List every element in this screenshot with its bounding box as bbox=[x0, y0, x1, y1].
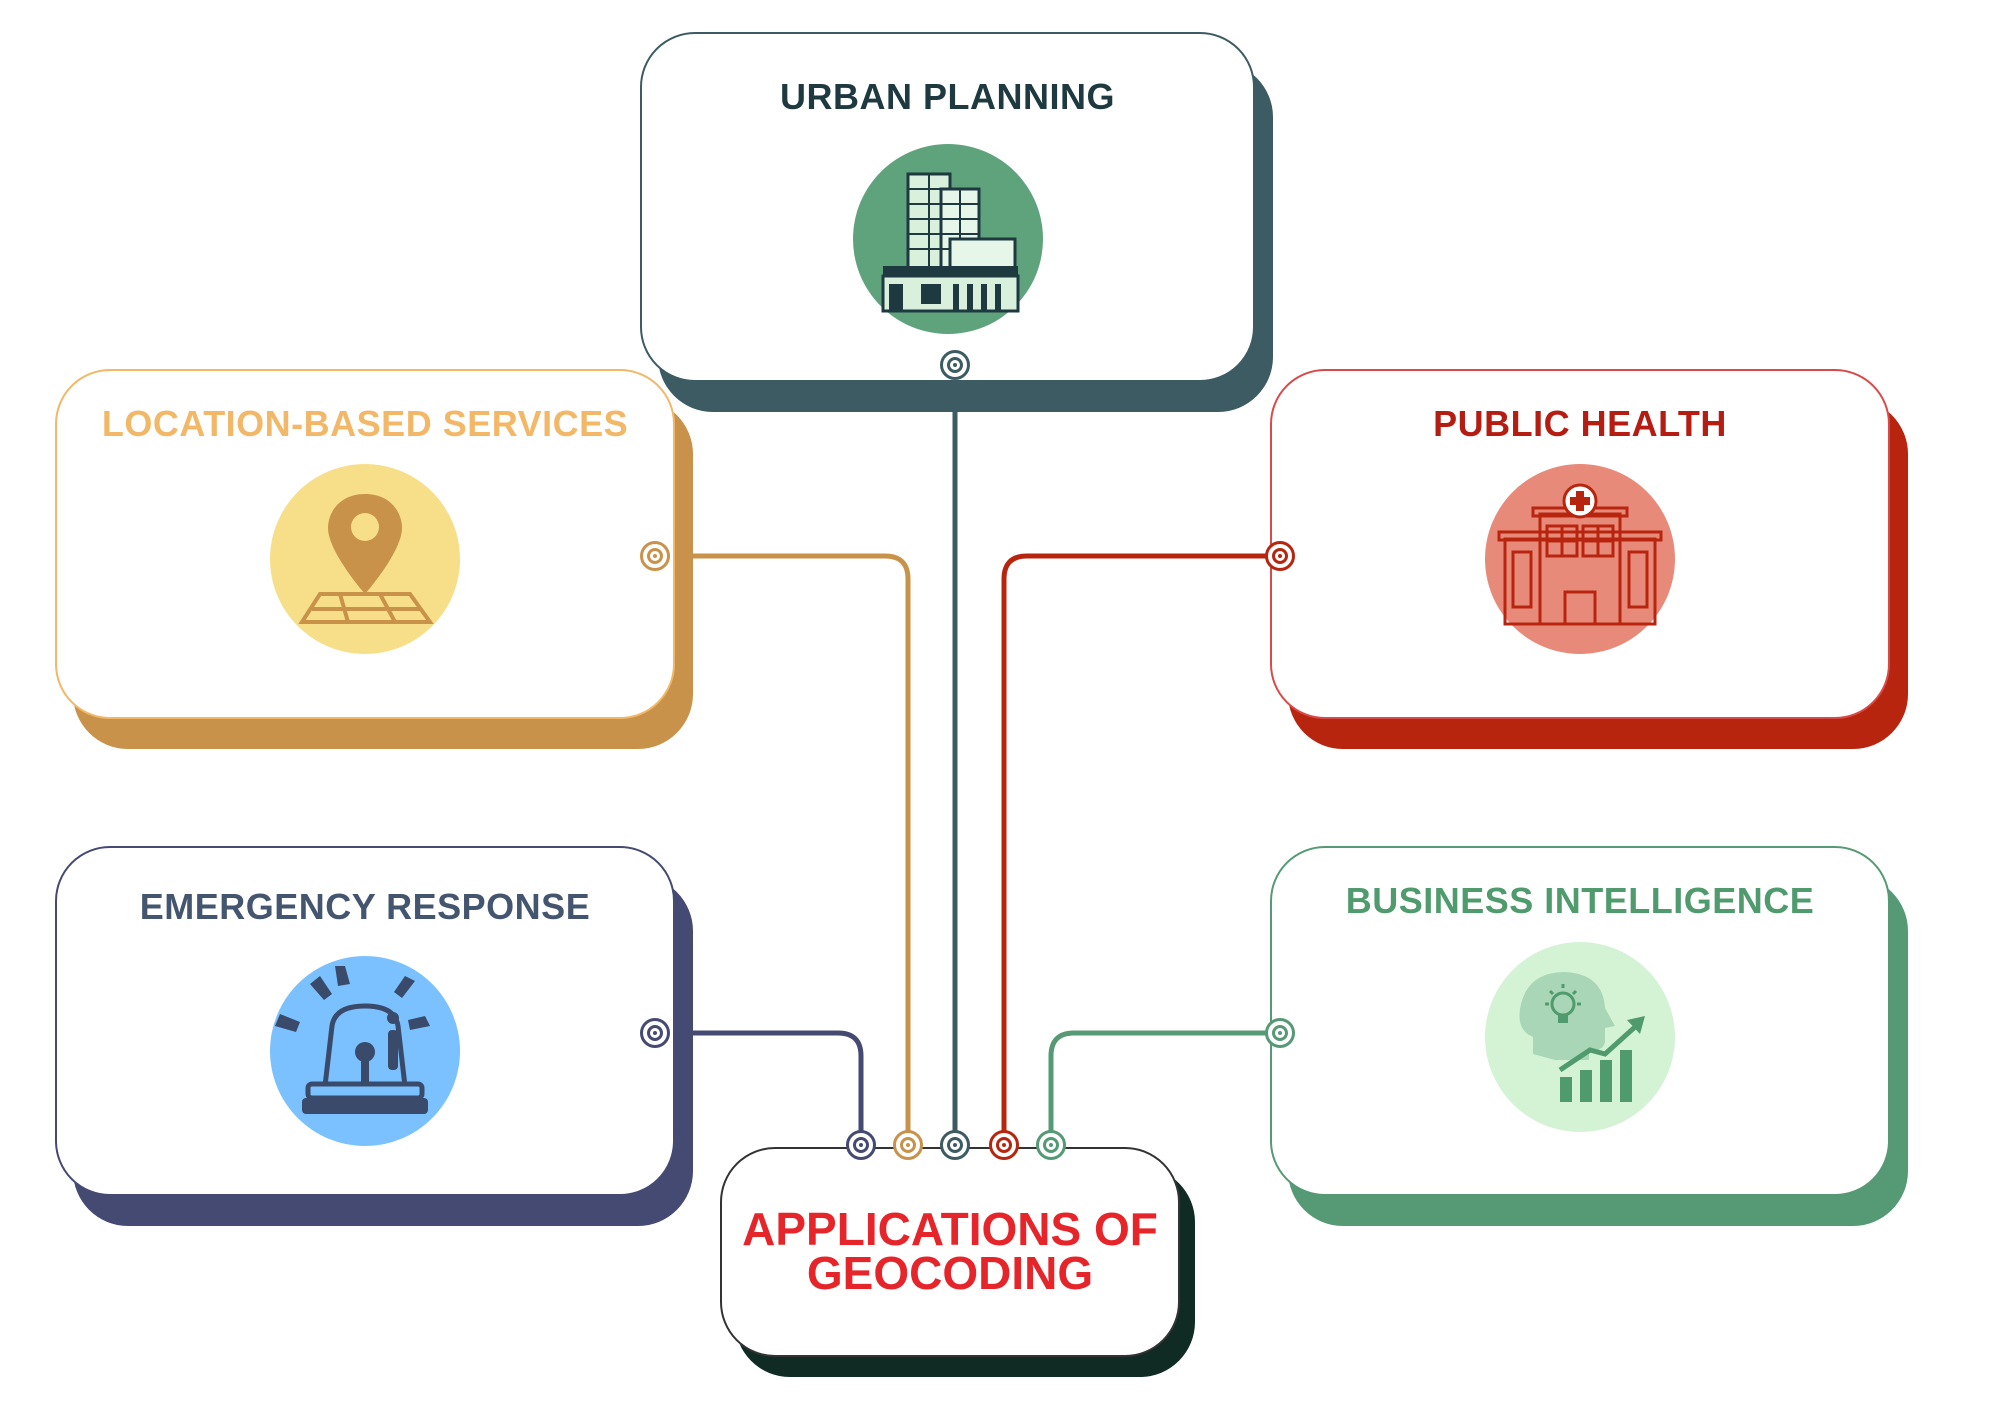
card-title-location-based-services: LOCATION-BASED SERVICES bbox=[101, 403, 629, 444]
port-center-public-health bbox=[989, 1130, 1019, 1160]
icon-circle-public-health bbox=[1485, 464, 1675, 654]
icon-circle-emergency-response bbox=[270, 956, 460, 1146]
card-business-intelligence: BUSINESS INTELLIGENCE bbox=[1270, 846, 1890, 1196]
card-title-urban-planning: URBAN PLANNING bbox=[780, 76, 1115, 117]
card-title-business-intelligence: BUSINESS INTELLIGENCE bbox=[1345, 880, 1815, 921]
card-applications-of-geocoding: APPLICATIONS OF GEOCODING bbox=[720, 1147, 1180, 1357]
port-urban-planning-top bbox=[940, 350, 970, 380]
connector-public-health bbox=[1001, 553, 1280, 1145]
connector-emergency-response bbox=[655, 1030, 864, 1145]
center-title-line-1: APPLICATIONS OF bbox=[742, 1203, 1158, 1255]
port-center-emergency-response bbox=[846, 1130, 876, 1160]
map-pin-icon bbox=[298, 494, 434, 624]
card-urban-planning: URBAN PLANNING bbox=[640, 32, 1255, 382]
port-center-business-intelligence bbox=[1036, 1130, 1066, 1160]
siren-icon bbox=[275, 966, 430, 1114]
card-location-based-services: LOCATION-BASED SERVICES bbox=[55, 369, 675, 719]
buildings-icon bbox=[881, 172, 1019, 313]
port-center-urban-planning bbox=[940, 1130, 970, 1160]
center-title: APPLICATIONS OF GEOCODING bbox=[722, 1203, 1178, 1299]
port-emergency-response bbox=[640, 1018, 670, 1048]
card-title-emergency-response: EMERGENCY RESPONSE bbox=[139, 886, 591, 927]
connector-location-based-services bbox=[655, 553, 911, 1145]
card-title-public-health: PUBLIC HEALTH bbox=[1433, 403, 1727, 444]
icon-circle-business-intelligence bbox=[1485, 942, 1675, 1132]
port-public-health bbox=[1265, 541, 1295, 571]
growth-mind-icon bbox=[1519, 972, 1645, 1102]
icon-circle-urban-planning bbox=[852, 144, 1043, 334]
icon-circle-location-based-services bbox=[270, 464, 460, 654]
center-title-line-2: GEOCODING bbox=[806, 1247, 1094, 1299]
hospital-icon bbox=[1497, 483, 1663, 626]
connector-business-intelligence bbox=[1048, 1030, 1280, 1145]
port-center-location-based-services bbox=[893, 1130, 923, 1160]
card-emergency-response: EMERGENCY RESPONSE bbox=[55, 846, 675, 1196]
port-business-intelligence bbox=[1265, 1018, 1295, 1048]
card-public-health: PUBLIC HEALTH bbox=[1270, 369, 1890, 719]
port-location-based-services bbox=[640, 541, 670, 571]
